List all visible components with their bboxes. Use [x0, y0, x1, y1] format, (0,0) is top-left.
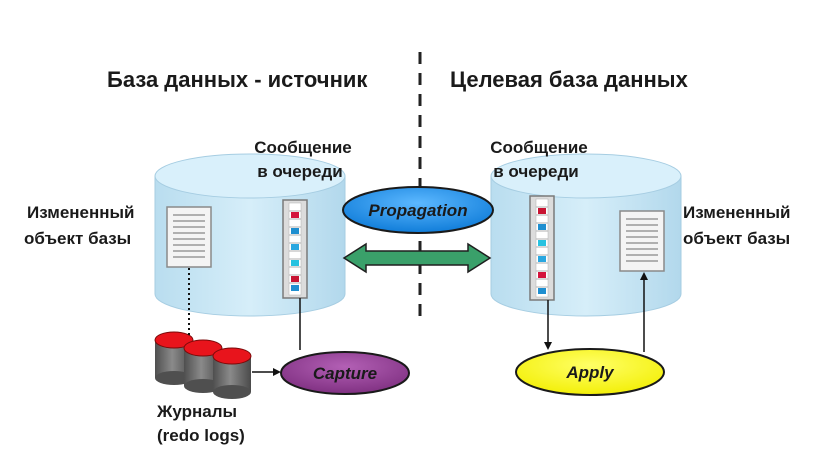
source-db-title: База данных - источник	[107, 67, 368, 92]
propagation-label: Propagation	[368, 201, 467, 220]
capture-label: Capture	[313, 364, 377, 383]
propagation-process: Propagation	[342, 186, 494, 234]
source-object-label-line1: Измененный	[27, 203, 135, 222]
source-document-icon	[166, 206, 212, 268]
logs-to-capture-arrow	[252, 368, 281, 376]
target-db-title: Целевая база данных	[450, 67, 689, 92]
apply-to-object-arrow	[640, 272, 648, 352]
apply-process: Apply	[515, 348, 665, 396]
logs-label-line1: Журналы	[156, 402, 237, 421]
target-queue-label-line2: в очереди	[493, 162, 579, 181]
logs-label-line2: (redo logs)	[157, 426, 245, 445]
propagation-arrow	[342, 242, 492, 274]
source-object-label-line2: объект базы	[24, 229, 131, 248]
target-queue-label-line1: Сообщение	[490, 138, 588, 157]
source-queue-icon	[282, 199, 308, 299]
queue-to-apply-arrow	[544, 300, 552, 350]
target-object-label-line1: Измененный	[683, 203, 791, 222]
target-document-icon	[619, 210, 665, 272]
target-queue-icon	[529, 195, 555, 301]
apply-label: Apply	[565, 363, 615, 382]
source-queue-label-line1: Сообщение	[254, 138, 352, 157]
target-object-label-line2: объект базы	[683, 229, 790, 248]
source-queue-label-line2: в очереди	[257, 162, 343, 181]
redo-logs-icon	[154, 331, 252, 399]
capture-process: Capture	[280, 351, 410, 395]
